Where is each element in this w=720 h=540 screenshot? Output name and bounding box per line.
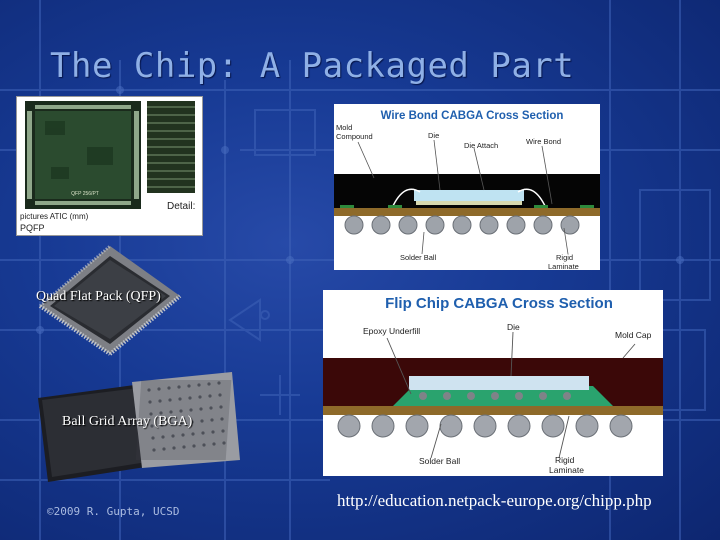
slide-title: The Chip: A Packaged Part [50,46,575,86]
label-solder-ball: Solder Ball [419,456,460,466]
qfp-caption: Quad Flat Pack (QFP) [36,289,161,304]
photo-caption: PQFP [20,223,45,233]
pqfp-photo-graphic: QFP 256/PT Detail: pictures ATIC (mm) PQ… [17,97,202,235]
label-epoxy-underfill: Epoxy Underfill [363,326,420,336]
label-die: Die [507,322,520,332]
footer-copyright: ©2009 R. Gupta, UCSD [47,505,180,518]
label-wire-bond: Wire Bond [526,137,561,146]
label-die: Die [428,131,439,140]
label-mold-cap: Mold Cap [615,330,652,340]
bga-caption: Ball Grid Array (BGA) [62,414,193,429]
chip-marking: QFP 256/PT [71,191,99,197]
flip-chip-diagram: Flip Chip CABGA Cross Section Epoxy Unde… [323,290,663,476]
pqfp-photo: QFP 256/PT Detail: pictures ATIC (mm) PQ… [16,96,203,236]
label-die-attach: Die Attach [464,141,498,150]
flip-chip-title: Flip Chip CABGA Cross Section [385,295,613,312]
label-solder-ball: Solder Ball [400,253,437,262]
source-url[interactable]: http://education.netpack-europe.org/chip… [337,491,652,510]
photo-credit: pictures ATIC (mm) [20,212,89,221]
qfp-chip-image [38,244,182,356]
bga-chip-image [38,372,240,482]
wire-bond-title: Wire Bond CABGA Cross Section [381,110,564,122]
detail-label: Detail: [167,201,195,212]
flip-chip-graphic: Flip Chip CABGA Cross Section Epoxy Unde… [323,295,663,475]
